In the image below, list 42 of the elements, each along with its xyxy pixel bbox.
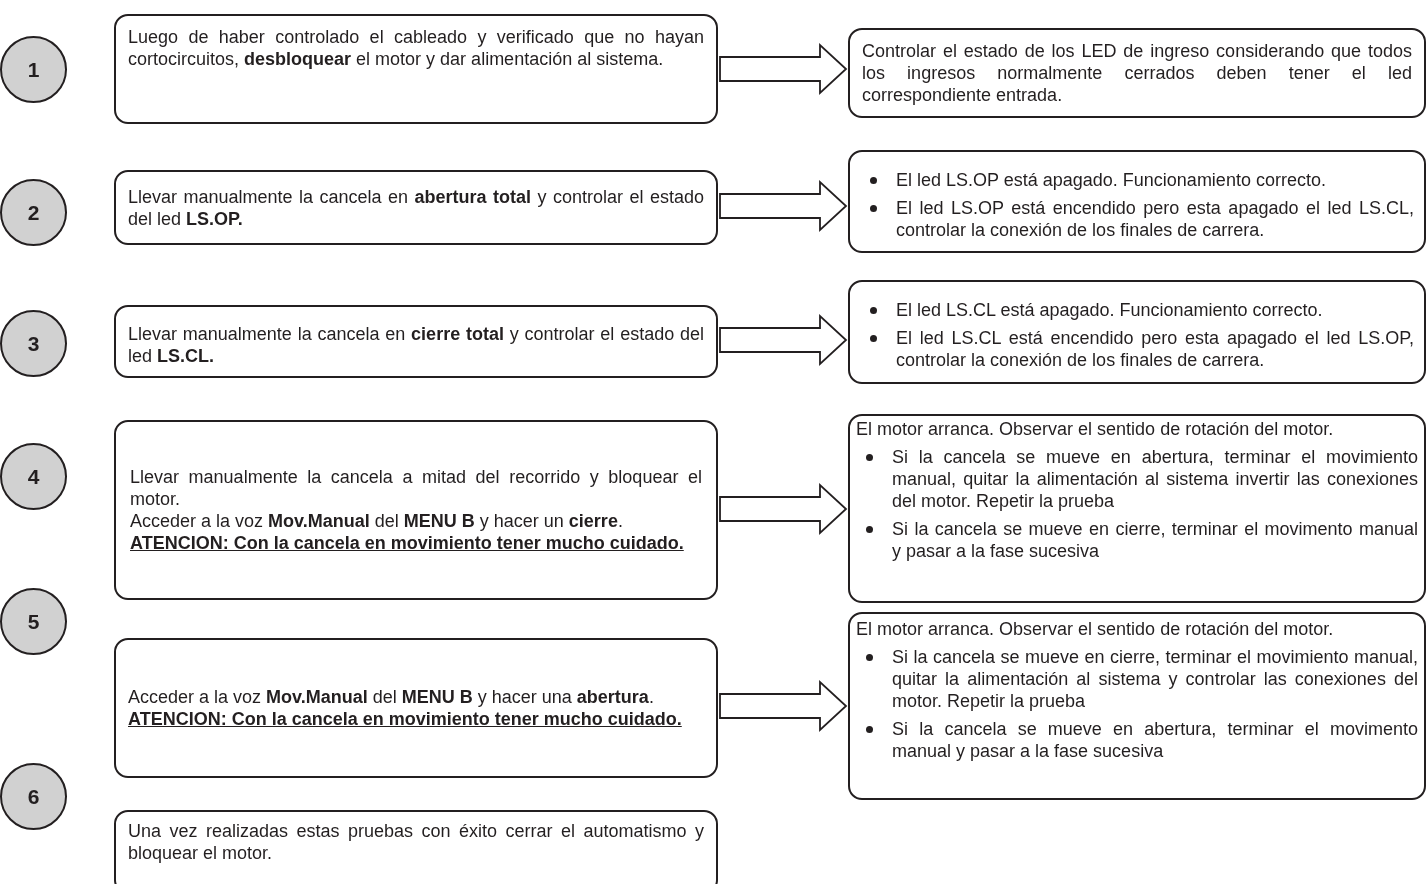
bullet-item: El led LS.CL está apagado. Funcionamiento correcto. bbox=[860, 299, 1414, 321]
text-box bbox=[114, 305, 718, 378]
bullet-item: El led LS.OP está apagado. Funcionamiento correcto. bbox=[860, 168, 1414, 191]
paragraph: ATENCION: Con la cancela en movimiento tener mucho cuidado. bbox=[128, 708, 683, 730]
step-number: 2 bbox=[27, 200, 40, 225]
bullet-item: Si la cancela se mueve en abertura, terminar el movimento manual y pasar a la fase sucesiva bbox=[856, 718, 1418, 762]
bullet-item: El led LS.CL está encendido pero esta apagado el led LS.OP, controlar la conexión de los finales de carrera. bbox=[860, 327, 1414, 371]
paragraph: Acceder a la voz Mov.Manual del MENU B y hacer un cierre. bbox=[130, 510, 624, 532]
paragraph: Una vez realizadas estas pruebas con éxito cerrar el automatismo y bloquear el motor. bbox=[128, 820, 704, 864]
text-box bbox=[114, 810, 718, 884]
bullet-item: Si la cancela se mueve en cierre, terminar el movimiento manual, quitar la alimentación al sistema y controlar las conexiones del motor. Repetir la prueba bbox=[856, 646, 1418, 712]
block-arrow bbox=[719, 42, 848, 96]
text-box bbox=[114, 170, 718, 245]
paragraph: El motor arranca. Observar el sentido de rotación del motor. bbox=[856, 618, 1335, 640]
paragraph: El motor arranca. Observar el sentido de rotación del motor. bbox=[856, 418, 1335, 440]
block-arrow bbox=[719, 482, 848, 536]
block-arrow bbox=[719, 313, 848, 367]
text-box bbox=[114, 420, 718, 600]
bullet-item: El led LS.OP está encendido pero esta apagado el led LS.CL, controlar la conexión de los finales de carrera. bbox=[860, 196, 1414, 241]
paragraph: ATENCION: Con la cancela en movimiento tener mucho cuidado. bbox=[130, 532, 685, 554]
paragraph: Acceder a la voz Mov.Manual del MENU B y hacer una abertura. bbox=[128, 686, 655, 708]
paragraph: Llevar manualmente la cancela en cierre total y controlar el estado del led LS.CL. bbox=[128, 323, 704, 367]
paragraph: Llevar manualmente la cancela en abertura total y controlar el estado del led LS.OP. bbox=[128, 186, 704, 230]
text-box bbox=[848, 28, 1426, 118]
text-box bbox=[114, 638, 718, 778]
bullet-item: Si la cancela se mueve en abertura, terminar el movimiento manual, quitar la alimentación al sistema invertir las conexiones del motor. Repetir la prueba bbox=[856, 446, 1418, 512]
step-number: 1 bbox=[27, 57, 40, 82]
step-number: 3 bbox=[27, 331, 40, 356]
paragraph: Llevar manualmente la cancela a mitad del recorrido y bloquear el motor. bbox=[130, 466, 702, 510]
paragraph: Luego de haber controlado el cableado y verificado que no hayan cortocircuitos, desbloquear el motor y dar alimentación al sistema. bbox=[128, 26, 704, 70]
block-arrow bbox=[719, 179, 848, 233]
text-box bbox=[848, 612, 1426, 800]
bullet-item: Si la cancela se mueve en cierre, terminar el movimento manual y pasar a la fase sucesiva bbox=[856, 518, 1418, 562]
step-number: 5 bbox=[27, 609, 40, 634]
step-number: 4 bbox=[27, 464, 40, 489]
text-box bbox=[848, 414, 1426, 603]
paragraph: Controlar el estado de los LED de ingreso considerando que todos los ingresos normalmente cerrados deben tener el led correspondiente entrada. bbox=[862, 40, 1412, 106]
text-box bbox=[114, 14, 718, 124]
text-box bbox=[848, 150, 1426, 253]
block-arrow bbox=[719, 679, 848, 733]
step-number: 6 bbox=[27, 784, 40, 809]
text-box bbox=[848, 280, 1426, 384]
